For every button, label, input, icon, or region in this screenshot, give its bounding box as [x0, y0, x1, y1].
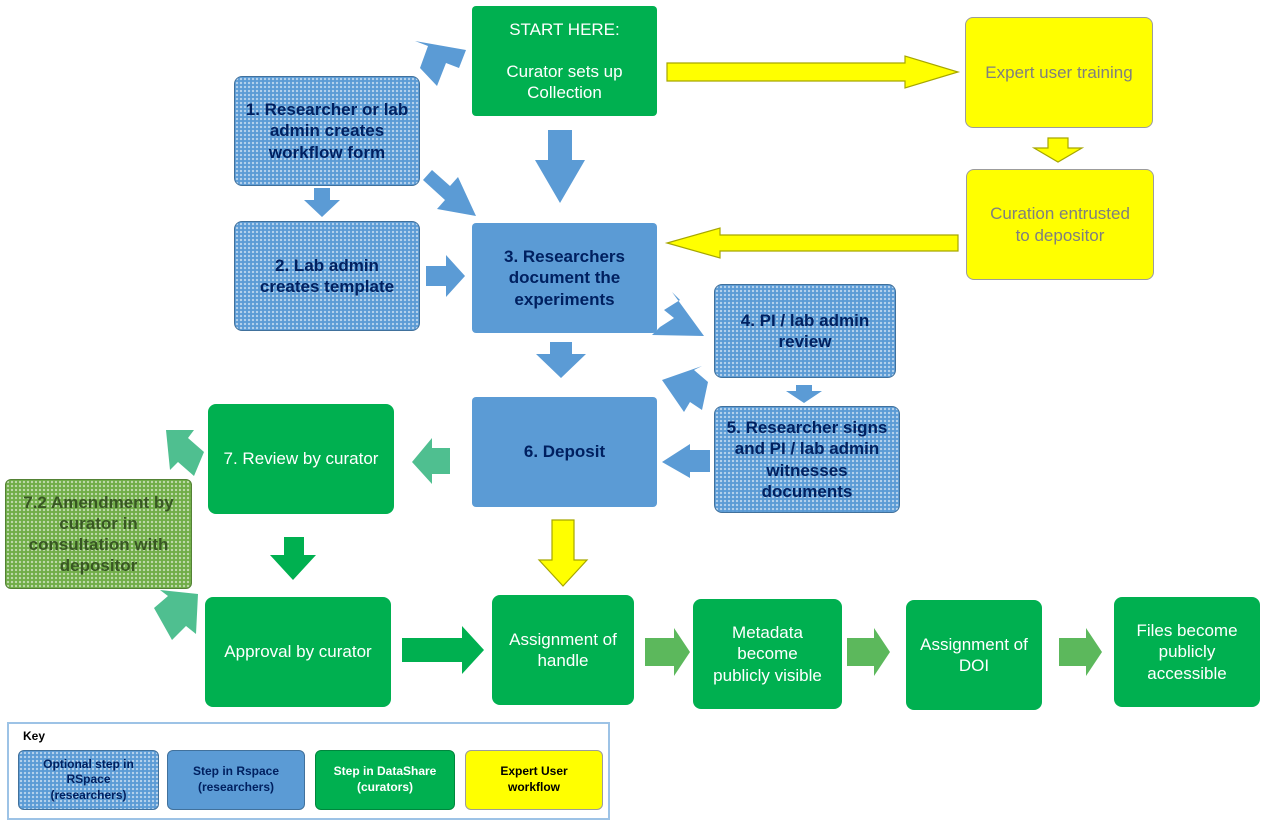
legend-datashare-label: Step in DataShare (curators)	[333, 764, 437, 794]
node-approval: Approval by curator	[205, 597, 391, 707]
node-metadata: Metadata become publicly visible	[693, 599, 842, 709]
arrow-start-to-expert	[666, 55, 961, 89]
arrow-step4-to-step6	[662, 366, 708, 412]
arrow-step3-to-step6	[536, 342, 586, 378]
arrow-step1-to-step2	[304, 188, 340, 217]
node-step7-label: 7. Review by curator	[223, 449, 379, 469]
legend-optional-rspace: Optional step in RSpace (researchers)	[18, 750, 159, 810]
node-step6-label: 6. Deposit	[523, 442, 606, 462]
arrow-step4-to-step5	[786, 385, 822, 403]
node-expert-training-label: Expert user training	[985, 62, 1133, 82]
node-metadata-label: Metadata become publicly visible	[713, 623, 822, 685]
node-doi-label: Assignment of DOI	[920, 634, 1028, 675]
node-start: START HERE: Curator sets up Collection	[472, 6, 657, 116]
arrow-expert-to-curation	[1031, 137, 1085, 163]
node-step4: 4. PI / lab admin review	[714, 284, 896, 378]
node-step3: 3. Researchers document the experiments	[472, 223, 657, 333]
node-step2-label: 2. Lab admin creates template	[259, 255, 395, 296]
arrow-approval-to-handle	[402, 626, 484, 674]
node-handle-label: Assignment of handle	[509, 629, 617, 670]
arrow-start-to-step3	[535, 130, 585, 203]
arrow-step3-to-step4	[652, 292, 704, 336]
arrow-step5-to-step6	[662, 444, 710, 478]
node-step5: 5. Researcher signs and PI / lab admin w…	[714, 406, 900, 513]
arrow-step7-to-approval	[270, 537, 316, 580]
arrow-step1-to-step3	[423, 170, 476, 216]
legend-optional-label: Optional step in RSpace (researchers)	[43, 756, 134, 802]
arrow-metadata-to-doi	[847, 628, 890, 676]
legend-expert: Expert User workflow	[465, 750, 603, 810]
node-step7-2-label: 7.2 Amendment by curator in consultation…	[23, 492, 174, 576]
arrow-handle-to-metadata	[645, 628, 690, 676]
node-files-label: Files become publicly accessible	[1136, 621, 1238, 683]
arrow-step2-to-step3	[426, 255, 465, 297]
node-step6: 6. Deposit	[472, 397, 657, 507]
node-step2: 2. Lab admin creates template	[234, 221, 420, 331]
node-approval-label: Approval by curator	[224, 642, 372, 662]
node-step7: 7. Review by curator	[208, 404, 394, 514]
node-curation-entrusted-label: Curation entrusted to depositor	[990, 204, 1130, 245]
node-step1-label: 1. Researcher or lab admin creates workf…	[245, 100, 409, 162]
arrow-start-to-step1	[415, 41, 466, 86]
arrow-step6-to-step7	[412, 438, 450, 484]
arrow-deposit-to-handle	[537, 519, 589, 587]
legend-key: Key Optional step in RSpace (researchers…	[7, 722, 610, 820]
legend-rspace: Step in Rspace (researchers)	[167, 750, 305, 810]
legend-datashare: Step in DataShare (curators)	[315, 750, 455, 810]
legend-title: Key	[23, 729, 46, 743]
node-step3-label: 3. Researchers document the experiments	[504, 247, 625, 309]
arrow-step7-to-step7-2	[166, 430, 204, 476]
arrow-doi-to-files	[1059, 628, 1102, 676]
node-files: Files become publicly accessible	[1114, 597, 1260, 707]
arrow-curation-to-step3	[664, 227, 959, 259]
node-doi: Assignment of DOI	[906, 600, 1042, 710]
arrow-step7-2-to-approval	[154, 590, 198, 640]
legend-expert-label: Expert User workflow	[500, 764, 568, 794]
node-handle: Assignment of handle	[492, 595, 634, 705]
node-step4-label: 4. PI / lab admin review	[740, 310, 870, 351]
node-step1: 1. Researcher or lab admin creates workf…	[234, 76, 420, 186]
node-start-label: START HERE: Curator sets up Collection	[506, 19, 623, 103]
node-curation-entrusted: Curation entrusted to depositor	[966, 169, 1154, 280]
legend-rspace-label: Step in Rspace (researchers)	[192, 764, 280, 794]
node-step5-label: 5. Researcher signs and PI / lab admin w…	[726, 418, 888, 501]
node-step7-2: 7.2 Amendment by curator in consultation…	[5, 479, 192, 589]
node-expert-training: Expert user training	[965, 17, 1153, 128]
